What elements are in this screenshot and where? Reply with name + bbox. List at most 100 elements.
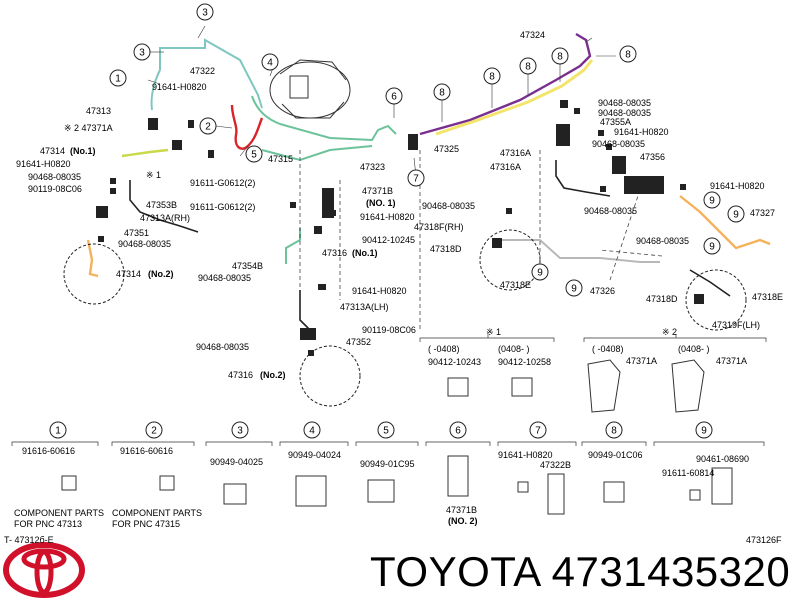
callout-5: 5 <box>245 145 263 163</box>
callout-number: 8 <box>557 52 563 63</box>
callout-8: 8 <box>605 421 623 439</box>
component-8-part: 90949-01C06 <box>588 450 643 460</box>
label-91641-h0820-b: 91641-H0820 <box>16 159 71 169</box>
component-3-part: 90949-04025 <box>210 457 264 467</box>
callout-number: 5 <box>383 426 389 437</box>
label-star1: ※ 1 <box>146 170 162 180</box>
label-47354b: 47354B <box>232 261 264 271</box>
callout-number: 9 <box>733 210 739 221</box>
component-2-note1: COMPONENT PARTS <box>112 508 203 518</box>
component-9-part: 90461-08690 <box>696 454 750 464</box>
star-group-2-date-a: ( -0408) <box>592 344 624 354</box>
label-47318e-2: 47318E <box>752 292 784 302</box>
label-47324: 47324 <box>520 30 546 40</box>
label-90468-08035-c: 90468-08035 <box>198 273 252 283</box>
pipe-purple <box>419 32 592 136</box>
callout-9: 9 <box>695 421 713 439</box>
star-group-2-part-b: 47371A <box>716 356 748 366</box>
label-47323: 47323 <box>360 162 386 172</box>
label-47313a-rh: 47313A(RH) <box>140 213 191 223</box>
label-90468-08035-g: 90468-08035 <box>592 139 646 149</box>
label-90468-08035-e: 90468-08035 <box>598 98 652 108</box>
callout-8: 8 <box>433 83 451 101</box>
callout-9: 9 <box>565 279 583 297</box>
callout-9: 9 <box>531 263 549 281</box>
label-47314-no2: 47314 <box>116 269 142 279</box>
component-4-part: 90949-04024 <box>288 450 342 460</box>
label-91641-h0820-d: 91641-H0820 <box>352 286 407 296</box>
label-47316-no1: 47316 <box>322 248 348 258</box>
callout-number: 9 <box>709 242 715 253</box>
callout-number: 4 <box>309 426 315 437</box>
chassis-outline <box>299 150 663 330</box>
callout-number: 7 <box>413 174 419 185</box>
callout-8: 8 <box>619 45 637 63</box>
callout-4: 4 <box>261 53 279 71</box>
label-90468-08035-i: 90468-08035 <box>584 206 638 216</box>
pipe-red <box>230 104 264 150</box>
callout-1: 1 <box>109 69 127 87</box>
component-5-part: 90949-01C95 <box>360 459 415 469</box>
callout-9: 9 <box>703 237 721 255</box>
label-no1-b: (NO. 1) <box>366 198 396 208</box>
label-47318f-rh: 47318F(RH) <box>414 222 464 232</box>
component-table-brackets <box>11 441 765 446</box>
pipe-yellowgreen <box>121 148 169 158</box>
wheels <box>63 229 747 407</box>
callout-number: 9 <box>701 426 707 437</box>
label-90468-08035-d: 90468-08035 <box>196 342 250 352</box>
callout-6: 6 <box>385 87 403 105</box>
label-no2-a: (No.2) <box>148 269 174 279</box>
callout-number: 8 <box>625 50 631 61</box>
callout-8: 8 <box>551 47 569 65</box>
callout-4: 4 <box>303 421 321 439</box>
toyota-logo <box>3 542 85 598</box>
component-2-note2: FOR PNC 47315 <box>112 519 181 529</box>
label-91641-h0820-c: 91641-H0820 <box>360 212 415 222</box>
callout-number: 3 <box>202 8 208 19</box>
pipe-orange <box>86 195 771 278</box>
fittings <box>96 100 716 356</box>
label-47371a: ※ 2 47371A <box>64 123 113 133</box>
label-90468-08035-h: 90468-08035 <box>422 201 476 211</box>
callout-3: 3 <box>133 43 151 61</box>
callout-number: 2 <box>151 426 157 437</box>
star-brackets <box>419 334 767 342</box>
callout-number: 1 <box>55 426 61 437</box>
label-47355a: 47355A <box>600 117 632 127</box>
label-47371b: 47371B <box>362 186 394 196</box>
callout-number: 6 <box>391 92 397 103</box>
label-91611-g0612-a: 91611-G0612(2) <box>190 178 256 188</box>
pipe-yellow <box>435 59 594 136</box>
label-47319f-lh: 47319F(LH) <box>712 320 761 330</box>
callout-5: 5 <box>377 421 395 439</box>
brand-part-number: TOYOTA 4731435320 <box>370 548 791 595</box>
footer-ref-right: 473126F <box>746 535 782 545</box>
star-group-1-date-b: (0408- ) <box>498 344 530 354</box>
label-91611-g0612-b: 91611-G0612(2) <box>190 202 256 212</box>
label-47325: 47325 <box>434 144 460 154</box>
label-47322: 47322 <box>190 66 216 76</box>
callout-number: 3 <box>237 426 243 437</box>
label-47316a-2: 47316A <box>490 162 522 172</box>
pipe-black <box>129 160 731 331</box>
star-group-1-part-b: 90412-10258 <box>498 357 552 367</box>
label-90468-08035-f: 90468-08035 <box>598 108 652 118</box>
callout-number: 9 <box>709 196 715 207</box>
callout-number: 3 <box>139 48 145 59</box>
pipe-teal <box>150 38 263 111</box>
callout-number: 8 <box>439 88 445 99</box>
star-group-2-mark: ※ 2 <box>662 327 678 337</box>
label-90468-08035-a: 90468-08035 <box>28 172 82 182</box>
label-47326: 47326 <box>590 286 616 296</box>
label-91641-h0820-f: 91641-H0820 <box>710 181 765 191</box>
component-6-part: 47371B <box>446 505 478 515</box>
callout-number: 5 <box>251 150 257 161</box>
callout-8: 8 <box>519 57 537 75</box>
master-cylinder-drawing <box>269 59 351 119</box>
label-47318d-1: 47318D <box>430 244 462 254</box>
callout-number: 8 <box>611 426 617 437</box>
callout-number: 2 <box>205 122 211 133</box>
label-91641-h0820-a: 91641-H0820 <box>152 82 207 92</box>
